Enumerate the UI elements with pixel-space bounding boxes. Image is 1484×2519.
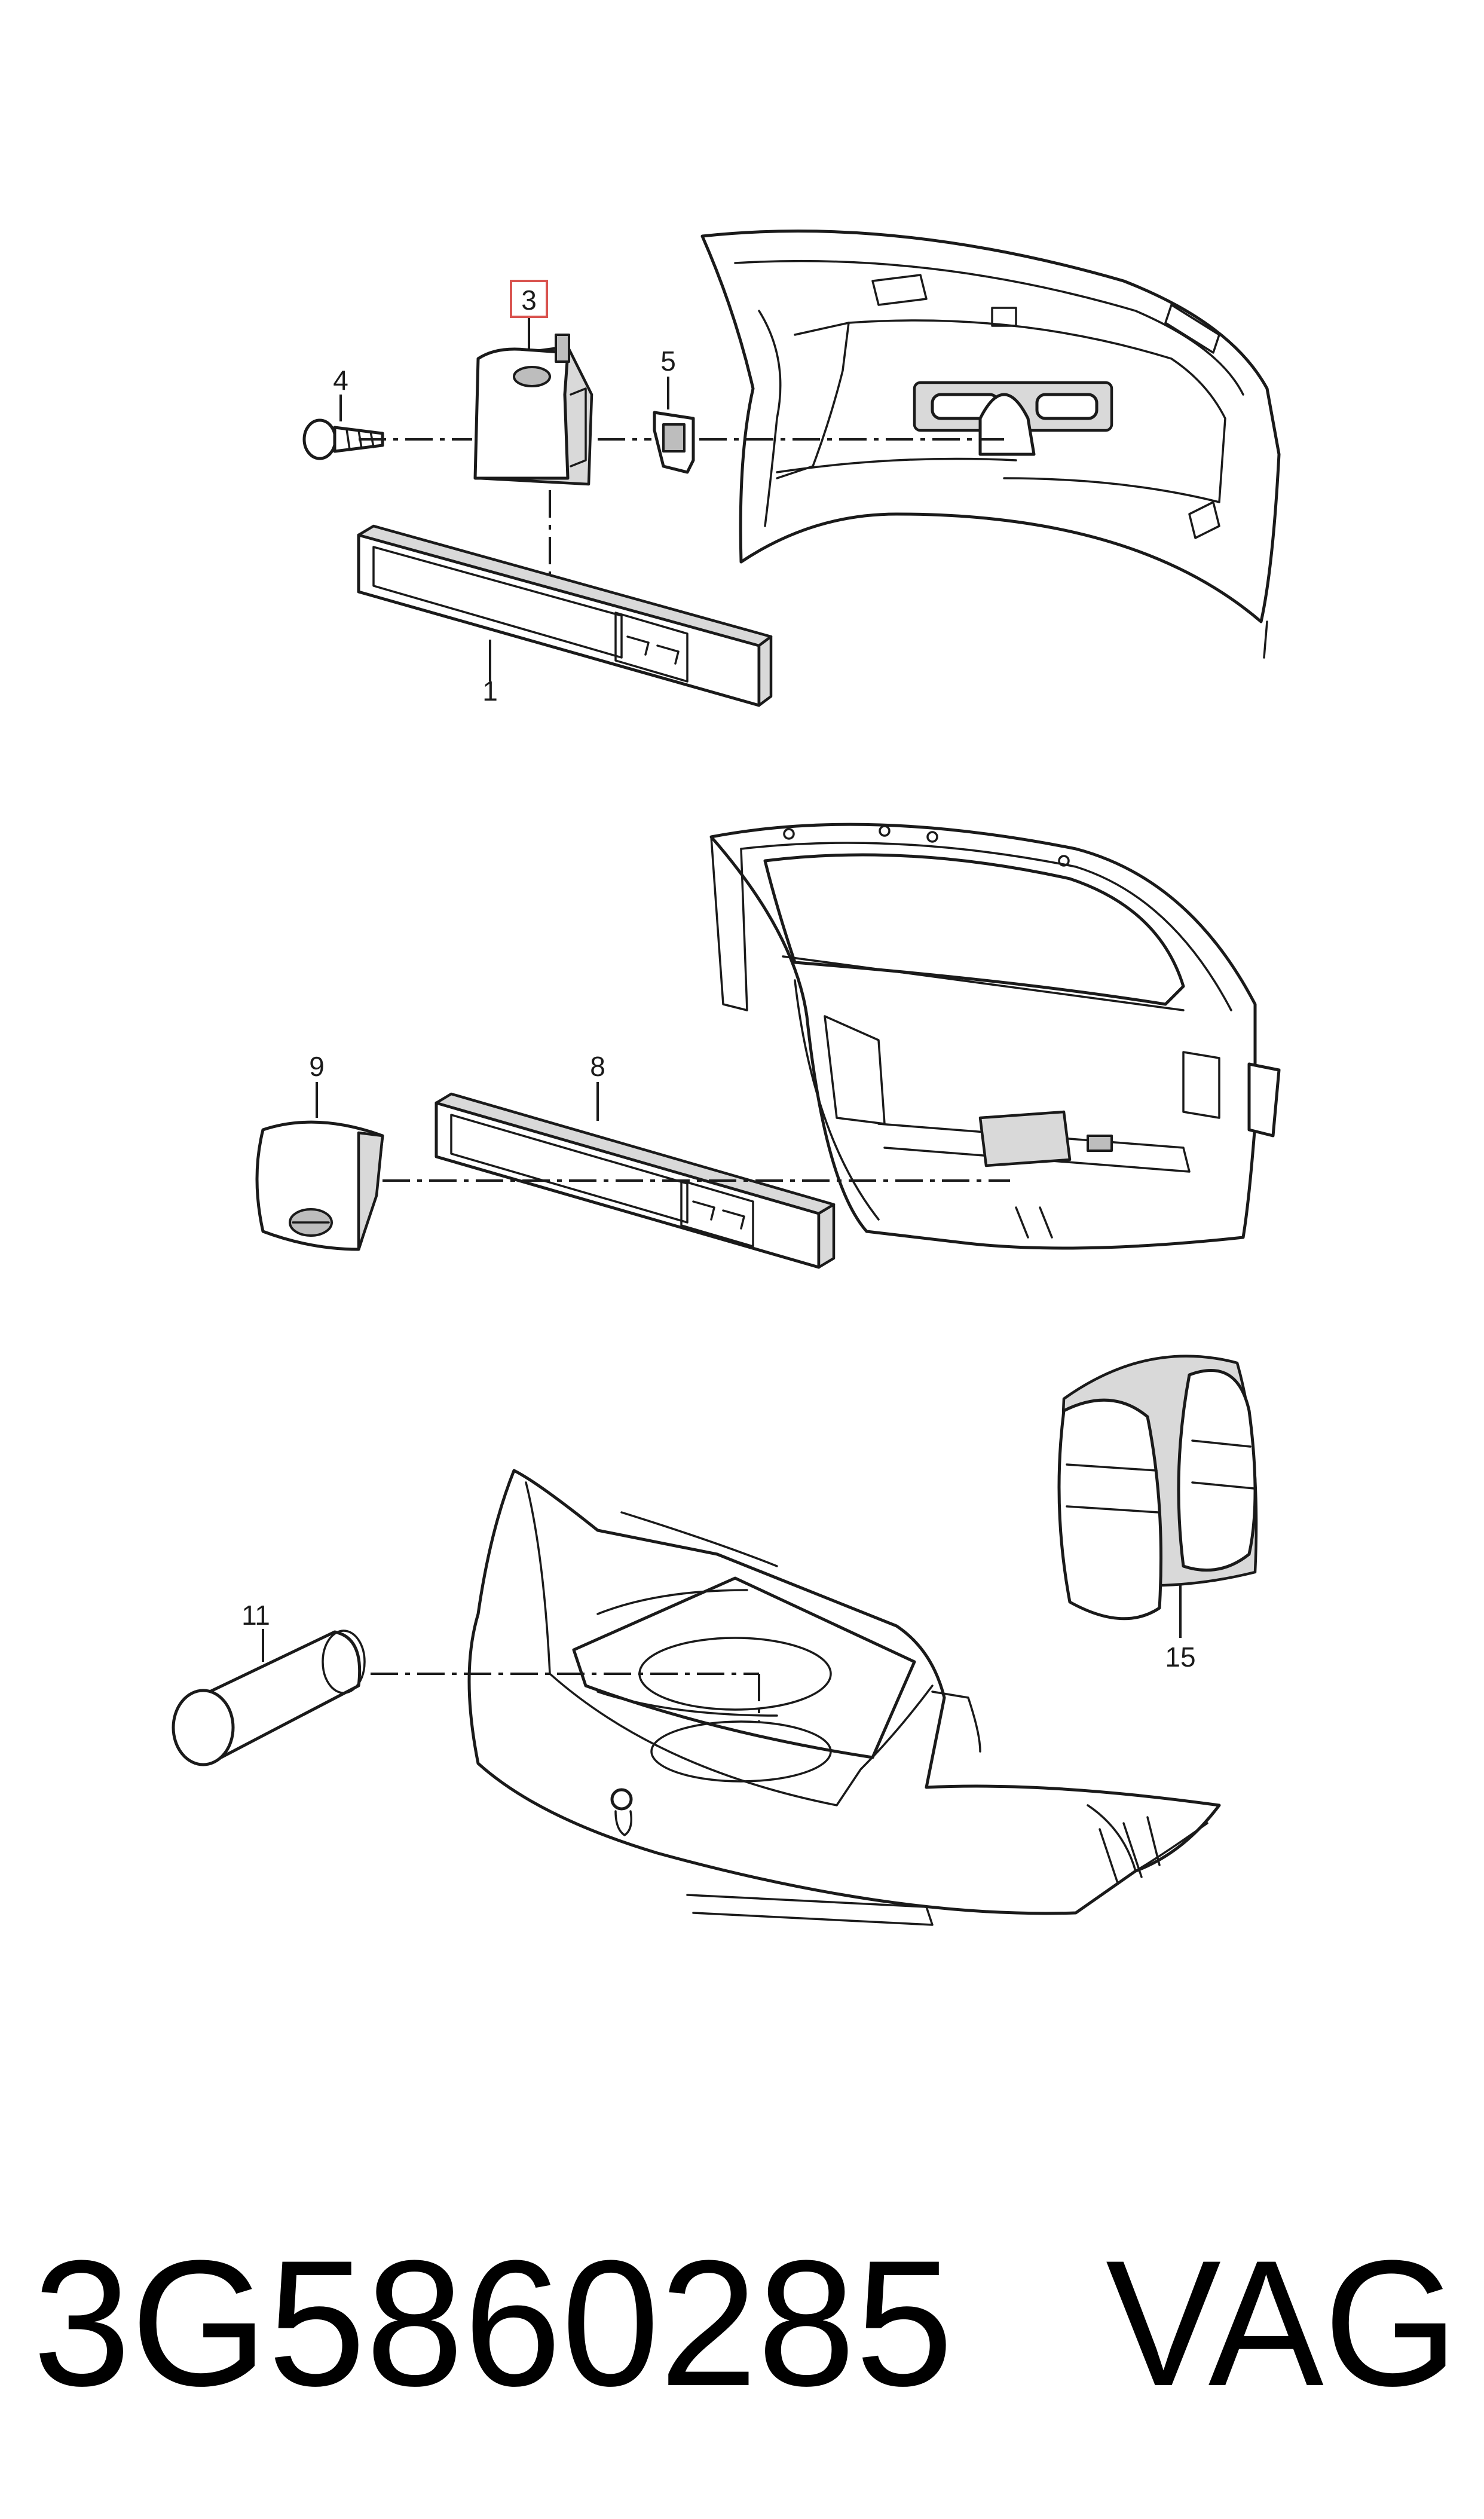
callout-3: 3 (521, 285, 537, 316)
boot-lid-illustration (700, 230, 1281, 659)
callout-1: 1 (482, 675, 498, 707)
callout-8: 8 (590, 1051, 605, 1082)
part-15-protection-pieces (1057, 1355, 1258, 1621)
callout-5: 5 (660, 346, 676, 377)
part-1-trim-strip (357, 524, 773, 707)
callout-15: 15 (1165, 1641, 1195, 1673)
callout-4: 4 (333, 365, 348, 396)
callout-3-highlight-box (510, 280, 548, 318)
part-11-roll (172, 1630, 366, 1766)
part-9-handle-cover (255, 1120, 384, 1251)
brand-text: VAG (1106, 2223, 1458, 2423)
part-5-clip (653, 411, 695, 474)
part-number-text: 3G5860285 (33, 2223, 953, 2423)
part-4-screw (302, 418, 384, 460)
part-8-trim-strip (435, 1092, 836, 1269)
callout-9: 9 (309, 1051, 325, 1082)
tailgate-illustration (709, 823, 1281, 1250)
part-3-lock-carrier-cover (473, 334, 593, 486)
rear-body-illustration (467, 1469, 1221, 1926)
callout-11: 11 (241, 1600, 270, 1631)
